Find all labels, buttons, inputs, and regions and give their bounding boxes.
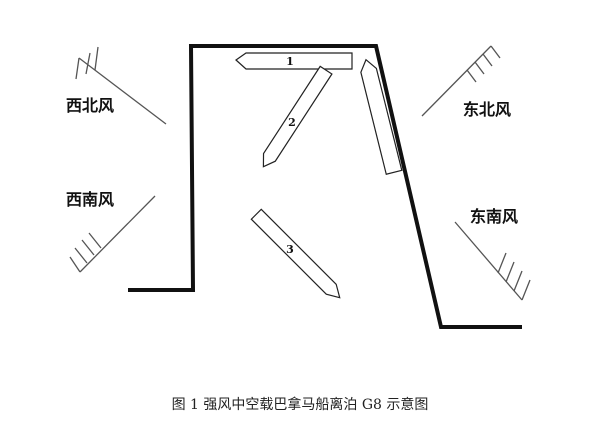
ship-1-number: 1 xyxy=(286,55,294,68)
northwest-wind-label: 西北风 xyxy=(66,96,114,115)
northwest-wind-barb xyxy=(75,46,167,125)
ship-2-hull xyxy=(262,65,333,168)
berth-outline xyxy=(128,44,522,329)
figure-caption: 图 1 强风中空载巴拿马船离泊 G8 示意图 xyxy=(172,396,429,413)
ship-1-hull xyxy=(235,52,353,70)
ship-east-quay xyxy=(360,58,403,175)
ship-3 xyxy=(250,208,341,299)
ship-3-number: 3 xyxy=(286,243,294,256)
ship-east-quay-hull xyxy=(360,58,403,175)
southwest-wind-label: 西南风 xyxy=(66,190,114,209)
southwest-wind-barb xyxy=(69,195,156,273)
ship-1: 1 xyxy=(235,52,353,70)
ship-2 xyxy=(262,65,333,168)
southeast-wind-label: 东南风 xyxy=(470,207,518,226)
northeast-wind-label: 东北风 xyxy=(463,100,511,119)
southeast-wind-barb xyxy=(454,221,531,301)
ship-2-number: 2 xyxy=(288,116,296,129)
northeast-wind-barb xyxy=(421,45,501,117)
ship-3-hull xyxy=(250,208,341,299)
